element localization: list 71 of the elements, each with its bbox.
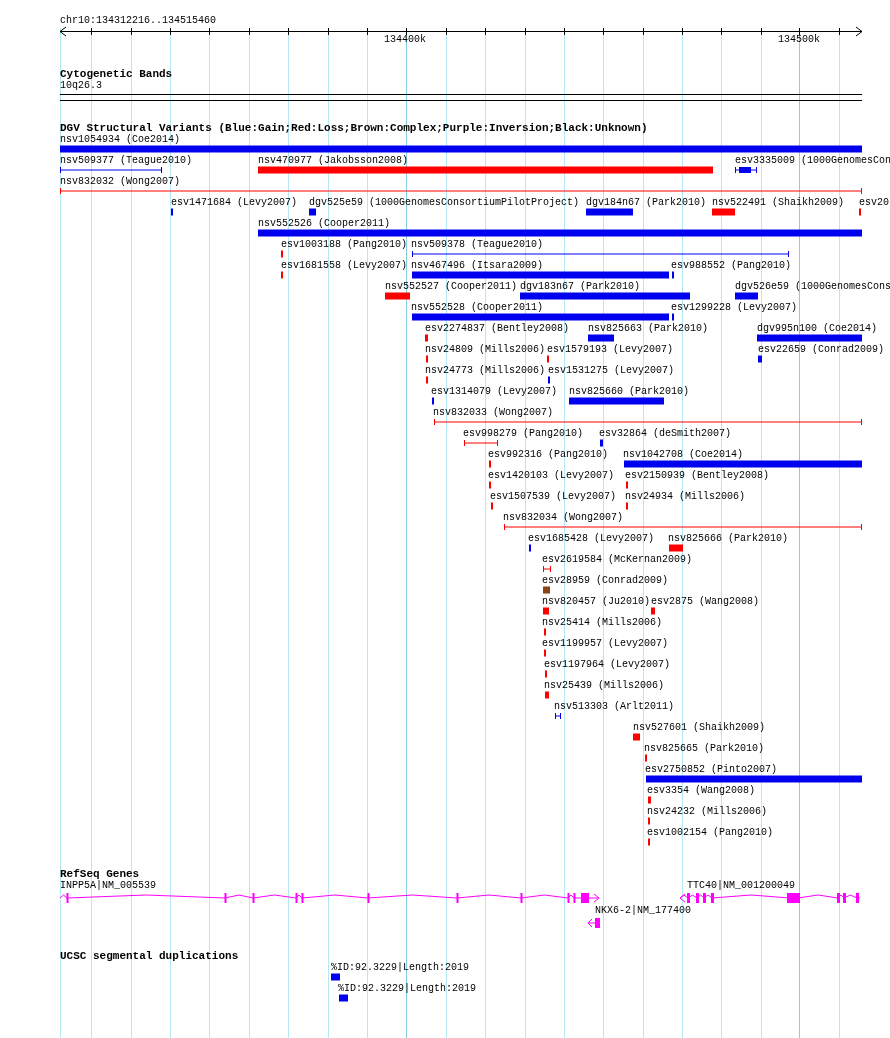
feature-label: nsv825665 (Park2010)	[644, 743, 765, 755]
feature-label: esv1681558 (Levy2007)	[281, 260, 408, 272]
feature-label: nsv24773 (Mills2006)	[425, 365, 546, 377]
feature-label: esv2274837 (Bentley2008)	[425, 323, 570, 335]
feature-label: dgv526e59 (1000GenomesCons	[735, 281, 890, 293]
feature-label: nsv509378 (Teague2010)	[411, 239, 544, 251]
feature-label: nsv509377 (Teague2010)	[60, 155, 193, 167]
feature-label: dgv184n67 (Park2010)	[586, 197, 707, 209]
feature-label: esv2150939 (Bentley2008)	[625, 470, 770, 482]
feature-label: esv1003188 (Pang2010)	[281, 239, 408, 251]
position-label: chr10:134312216..134515460	[60, 15, 217, 27]
feature-label: esv3335009 (1000GenomesCon	[735, 155, 890, 167]
track-title: UCSC segmental duplications	[60, 950, 239, 962]
feature-label: nsv513303 (Arlt2011)	[554, 701, 675, 713]
feature-label: esv1197964 (Levy2007)	[544, 659, 671, 671]
feature-label: nsv24809 (Mills2006)	[425, 344, 546, 356]
feature-label: nsv825660 (Park2010)	[569, 386, 690, 398]
feature-label: esv22659 (Conrad2009)	[758, 344, 885, 356]
feature-label: nsv527601 (Shaikh2009)	[633, 722, 766, 734]
feature-label: nsv832033 (Wong2007)	[433, 407, 554, 419]
feature-label: %ID:92.3229|Length:2019	[338, 983, 477, 995]
feature-label: esv1531275 (Levy2007)	[548, 365, 675, 377]
feature-label: esv2619584 (McKernan2009)	[542, 554, 693, 566]
feature-label: nsv820457 (Ju2010)	[542, 596, 651, 608]
feature-label: nsv24232 (Mills2006)	[647, 806, 768, 818]
feature-label: esv20	[859, 197, 889, 209]
feature-label: nsv825663 (Park2010)	[588, 323, 709, 335]
feature-label: nsv470977 (Jakobsson2008)	[258, 155, 409, 167]
gene-label: INPP5A|NM_005539	[60, 880, 156, 892]
track-title: RefSeq Genes	[60, 868, 140, 880]
feature-label: nsv1042708 (Coe2014)	[623, 449, 744, 461]
feature-label: esv1420103 (Levy2007)	[488, 470, 615, 482]
feature-label: esv1507539 (Levy2007)	[490, 491, 617, 503]
feature-label: esv32864 (deSmith2007)	[599, 428, 732, 440]
gene-label: TTC40|NM_001200049	[687, 880, 796, 892]
track-title: Cytogenetic Bands	[60, 68, 173, 80]
feature-label: dgv525e59 (1000GenomesConsortiumPilotProject)	[309, 197, 580, 209]
feature-label: nsv467496 (Itsara2009)	[411, 260, 544, 272]
feature-label: esv3354 (Wang2008)	[647, 785, 756, 797]
feature-label: nsv25439 (Mills2006)	[544, 680, 665, 692]
track-title: DGV Structural Variants (Blue:Gain;Red:Loss;Brown:Complex;Purple:Inversion;Black:Unknown)	[60, 122, 648, 134]
feature-label: esv1002154 (Pang2010)	[647, 827, 774, 839]
feature-label: nsv1054934 (Coe2014)	[60, 134, 181, 146]
feature-label: dgv995n100 (Coe2014)	[757, 323, 878, 335]
feature-label: nsv832032 (Wong2007)	[60, 176, 181, 188]
feature-label: esv1471684 (Levy2007)	[171, 197, 298, 209]
feature-label: esv1199957 (Levy2007)	[542, 638, 669, 650]
feature-label: esv998279 (Pang2010)	[463, 428, 584, 440]
feature-label: dgv183n67 (Park2010)	[520, 281, 641, 293]
feature-label: nsv552528 (Cooper2011)	[411, 302, 544, 314]
feature-label: esv992316 (Pang2010)	[488, 449, 609, 461]
feature-label: nsv522491 (Shaikh2009)	[712, 197, 845, 209]
position-label: 10q26.3	[60, 80, 102, 92]
feature-label: esv1685428 (Levy2007)	[528, 533, 655, 545]
feature-label: %ID:92.3229|Length:2019	[331, 962, 470, 974]
feature-label: esv1299228 (Levy2007)	[671, 302, 798, 314]
feature-label: nsv825666 (Park2010)	[668, 533, 789, 545]
feature-label: nsv552527 (Cooper2011)	[385, 281, 518, 293]
scale-label: 134400k	[384, 34, 426, 46]
feature-label: esv1579193 (Levy2007)	[547, 344, 674, 356]
feature-label: esv2750852 (Pinto2007)	[645, 764, 778, 776]
feature-label: nsv832034 (Wong2007)	[503, 512, 624, 524]
feature-label: esv28959 (Conrad2009)	[542, 575, 669, 587]
feature-label: esv988552 (Pang2010)	[671, 260, 792, 272]
feature-label: esv1314079 (Levy2007)	[431, 386, 558, 398]
scale-label: 134500k	[778, 34, 820, 46]
gene-label: NKX6-2|NM_177400	[595, 905, 691, 917]
feature-label: esv2875 (Wang2008)	[651, 596, 760, 608]
feature-label: nsv24934 (Mills2006)	[625, 491, 746, 503]
feature-label: nsv552526 (Cooper2011)	[258, 218, 391, 230]
feature-label: nsv25414 (Mills2006)	[542, 617, 663, 629]
